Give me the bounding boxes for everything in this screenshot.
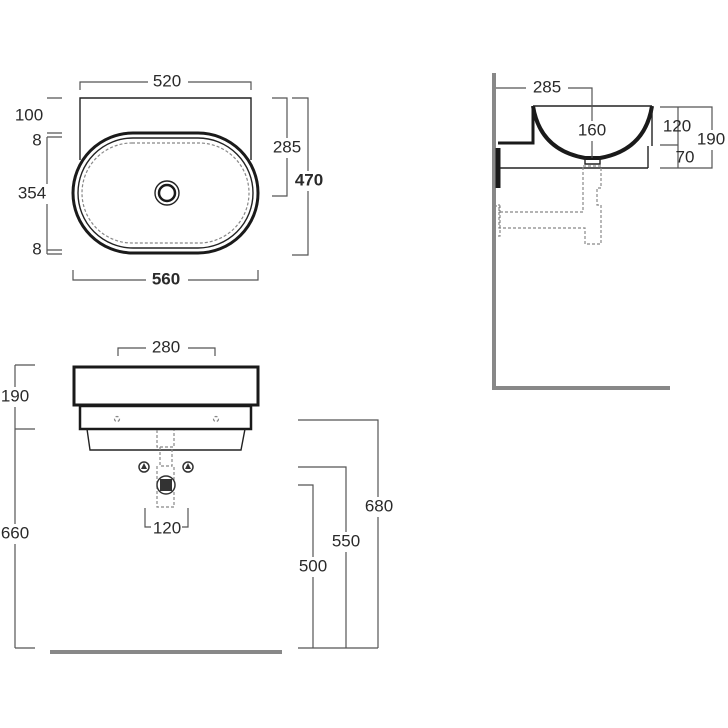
valve-icon-right <box>182 461 194 473</box>
dim-660: 660 <box>1 523 29 542</box>
left-dim-lines-front <box>14 364 35 649</box>
wall-and-floor <box>492 73 670 390</box>
top-view: 520 100 8 354 8 285 470 560 <box>15 71 326 290</box>
dim-190-side: 190 <box>697 129 725 148</box>
drain-profile <box>584 158 601 165</box>
drain-outer <box>154 180 180 206</box>
waste-outlet-icon <box>156 475 176 495</box>
dim-160: 160 <box>578 120 606 139</box>
valve-icon-left <box>138 461 150 473</box>
dim-side-285: 285 <box>533 77 561 96</box>
dim-354: 354 <box>18 183 46 202</box>
front-view: 280 120 190 660 680 550 5 <box>0 337 397 654</box>
fixing-hole-left <box>113 415 121 423</box>
side-view: 285 160 120 70 190 <box>492 73 728 390</box>
dim-120-front: 120 <box>153 518 181 537</box>
dim-8-bottom: 8 <box>32 239 41 258</box>
dim-500: 500 <box>299 556 327 575</box>
dim-520: 520 <box>153 71 181 90</box>
dim-280: 280 <box>152 337 180 356</box>
basin-inner-rim <box>77 137 254 249</box>
dim-285: 285 <box>273 137 301 156</box>
left-dim-lines <box>46 97 62 255</box>
dim-70: 70 <box>676 147 695 166</box>
dim-680: 680 <box>365 496 393 515</box>
dim-120: 120 <box>663 116 691 135</box>
dim-560: 560 <box>152 269 180 288</box>
basin-bowl-hidden <box>81 142 250 244</box>
dim-8-top: 8 <box>32 130 41 149</box>
basin-back-outline <box>79 97 252 160</box>
dim-190-front: 190 <box>1 386 29 405</box>
height-dim-lines <box>298 419 379 649</box>
dim-100: 100 <box>15 105 43 124</box>
dim-550: 550 <box>332 531 360 550</box>
basin-oval-outline <box>71 131 260 255</box>
basin-front-skirt <box>86 428 246 451</box>
basin-front-base <box>78 404 253 431</box>
drain-icon <box>157 183 177 203</box>
waste-pipe-hidden <box>156 430 175 508</box>
dim-line-120 <box>144 508 189 528</box>
basin-back-profile <box>498 106 535 145</box>
dim-470: 470 <box>295 170 323 189</box>
basin-front-body <box>72 365 260 407</box>
trap-hidden <box>494 165 602 245</box>
fixing-hole-right <box>212 415 220 423</box>
